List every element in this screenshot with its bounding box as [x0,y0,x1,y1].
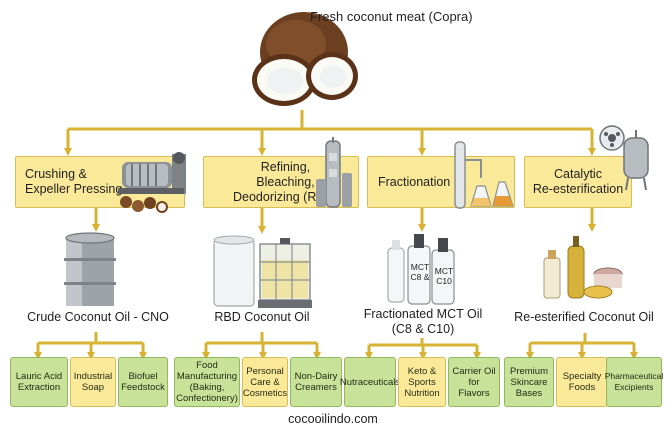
bottle-label-line: MCT [410,262,430,272]
process-label-line: Catalytic [554,167,602,181]
process-label-line: Re-esterification [532,182,624,196]
app-label-line: Industrial [73,371,113,382]
mct-bottles-icon [387,234,455,305]
app-label-line: Nutraceuticals [339,376,401,388]
app-label-line: Lauric Acid [15,371,63,382]
app-label-line: for [468,376,480,388]
product-label-line: Re-esterified Coconut Oil [514,310,654,324]
process-fractionation-box: Fractionation [367,156,515,208]
footer-website: cocooilindo.com [288,412,378,426]
app-label-line: Cosmetics [242,387,288,399]
source-label: Fresh coconut meat (Copra) [310,9,473,24]
app-label-line: Skincare [510,376,548,388]
app-nutraceuticals: Nutraceuticals [340,357,400,407]
ibc-tote-icon [213,235,312,308]
app-label-line: Sports [408,376,436,388]
distillation-column-icon [454,141,514,209]
bottle-label-line: MCT [434,266,454,276]
app-label-line: Biofuel [128,371,158,382]
coconut-icon [252,12,358,106]
bottle-label-c10: MCT C10 [433,266,455,286]
app-carrier-oil-flavors: Carrier Oil for Flavors [448,357,500,407]
app-label-line: Food [196,360,218,371]
product-crude-coconut-oil: Crude Coconut Oil - CNO [18,310,178,325]
app-label-line: Personal [246,365,284,377]
process-label-line: Refining, [260,159,311,174]
process-label-line: Deodorizing (RBD) [233,189,338,204]
app-label-line: Bases [515,387,543,399]
app-industrial-soap: Industrial Soap [70,357,116,407]
app-lauric-acid-extraction: Lauric Acid Extraction [10,357,68,407]
app-non-dairy-creamers: Non-Dairy Creamers [290,357,342,407]
product-label-line: (C8 & C10) [391,322,455,336]
app-label-line: Excipients [614,382,654,392]
product-rbd-coconut-oil: RBD Coconut Oil [196,310,328,325]
app-label-line: Premium [509,365,548,377]
app-label-line: Care & [250,376,280,388]
steel-drum-icon [64,232,116,306]
process-label-line: Expeller Pressing [25,182,123,196]
app-premium-skincare-bases: Premium Skincare Bases [504,357,554,407]
app-keto-sports-nutrition: Keto & Sports Nutrition [398,357,446,407]
app-label-line: Flavors [458,387,490,399]
process-label-line: Crushing & [25,167,87,181]
app-label-line: Soap [81,382,105,393]
app-label-line: Creamers [295,382,337,393]
expeller-press-icon [118,152,186,213]
app-label-line: Specialty [562,371,602,382]
app-personal-care-cosmetics: Personal Care & Cosmetics [242,357,288,407]
app-label-line: Nutrition [404,387,440,399]
app-pharmaceutical-excipients: Pharmaceutical Excipients [604,357,664,407]
product-fractionated-mct-oil: Fractionated MCT Oil (C8 & C10) [355,307,491,337]
catalyst-reactor-icon [599,125,649,191]
app-label-line: Feedstock [121,382,165,393]
app-label-line: Foods [568,382,596,393]
process-label-line: Fractionation [378,174,451,189]
app-label-line: Keto & [407,365,437,377]
process-label-line: Bleaching, [256,174,315,189]
refinery-tank-icon [316,137,352,208]
bottle-label-c8: MCT C8 & [409,262,431,282]
app-specialty-foods: Specialty Foods [556,357,608,407]
app-food-manufacturing: Food Manufacturing (Baking, Confectioner… [174,357,240,407]
cosmetic-jars-icon [543,236,623,299]
app-label-line: Pharmaceutical [604,371,664,381]
product-reesterified-coconut-oil: Re-esterified Coconut Oil [508,310,660,325]
app-label-line: Manufacturing [176,371,238,382]
bottle-label-line: C8 & [410,272,430,282]
product-label-line: Crude Coconut Oil - CNO [27,310,169,324]
app-label-line: Extraction [17,382,61,393]
app-label-line: (Baking, [189,382,225,393]
app-label-line: Confectionery) [176,393,238,404]
app-label-line: Carrier Oil [452,365,496,377]
product-label-line: Fractionated MCT Oil [363,307,483,321]
bottle-label-line: C10 [436,276,452,286]
app-biofuel-feedstock: Biofuel Feedstock [118,357,168,407]
app-label-line: Non-Dairy [294,371,338,382]
product-label-line: RBD Coconut Oil [214,310,310,324]
